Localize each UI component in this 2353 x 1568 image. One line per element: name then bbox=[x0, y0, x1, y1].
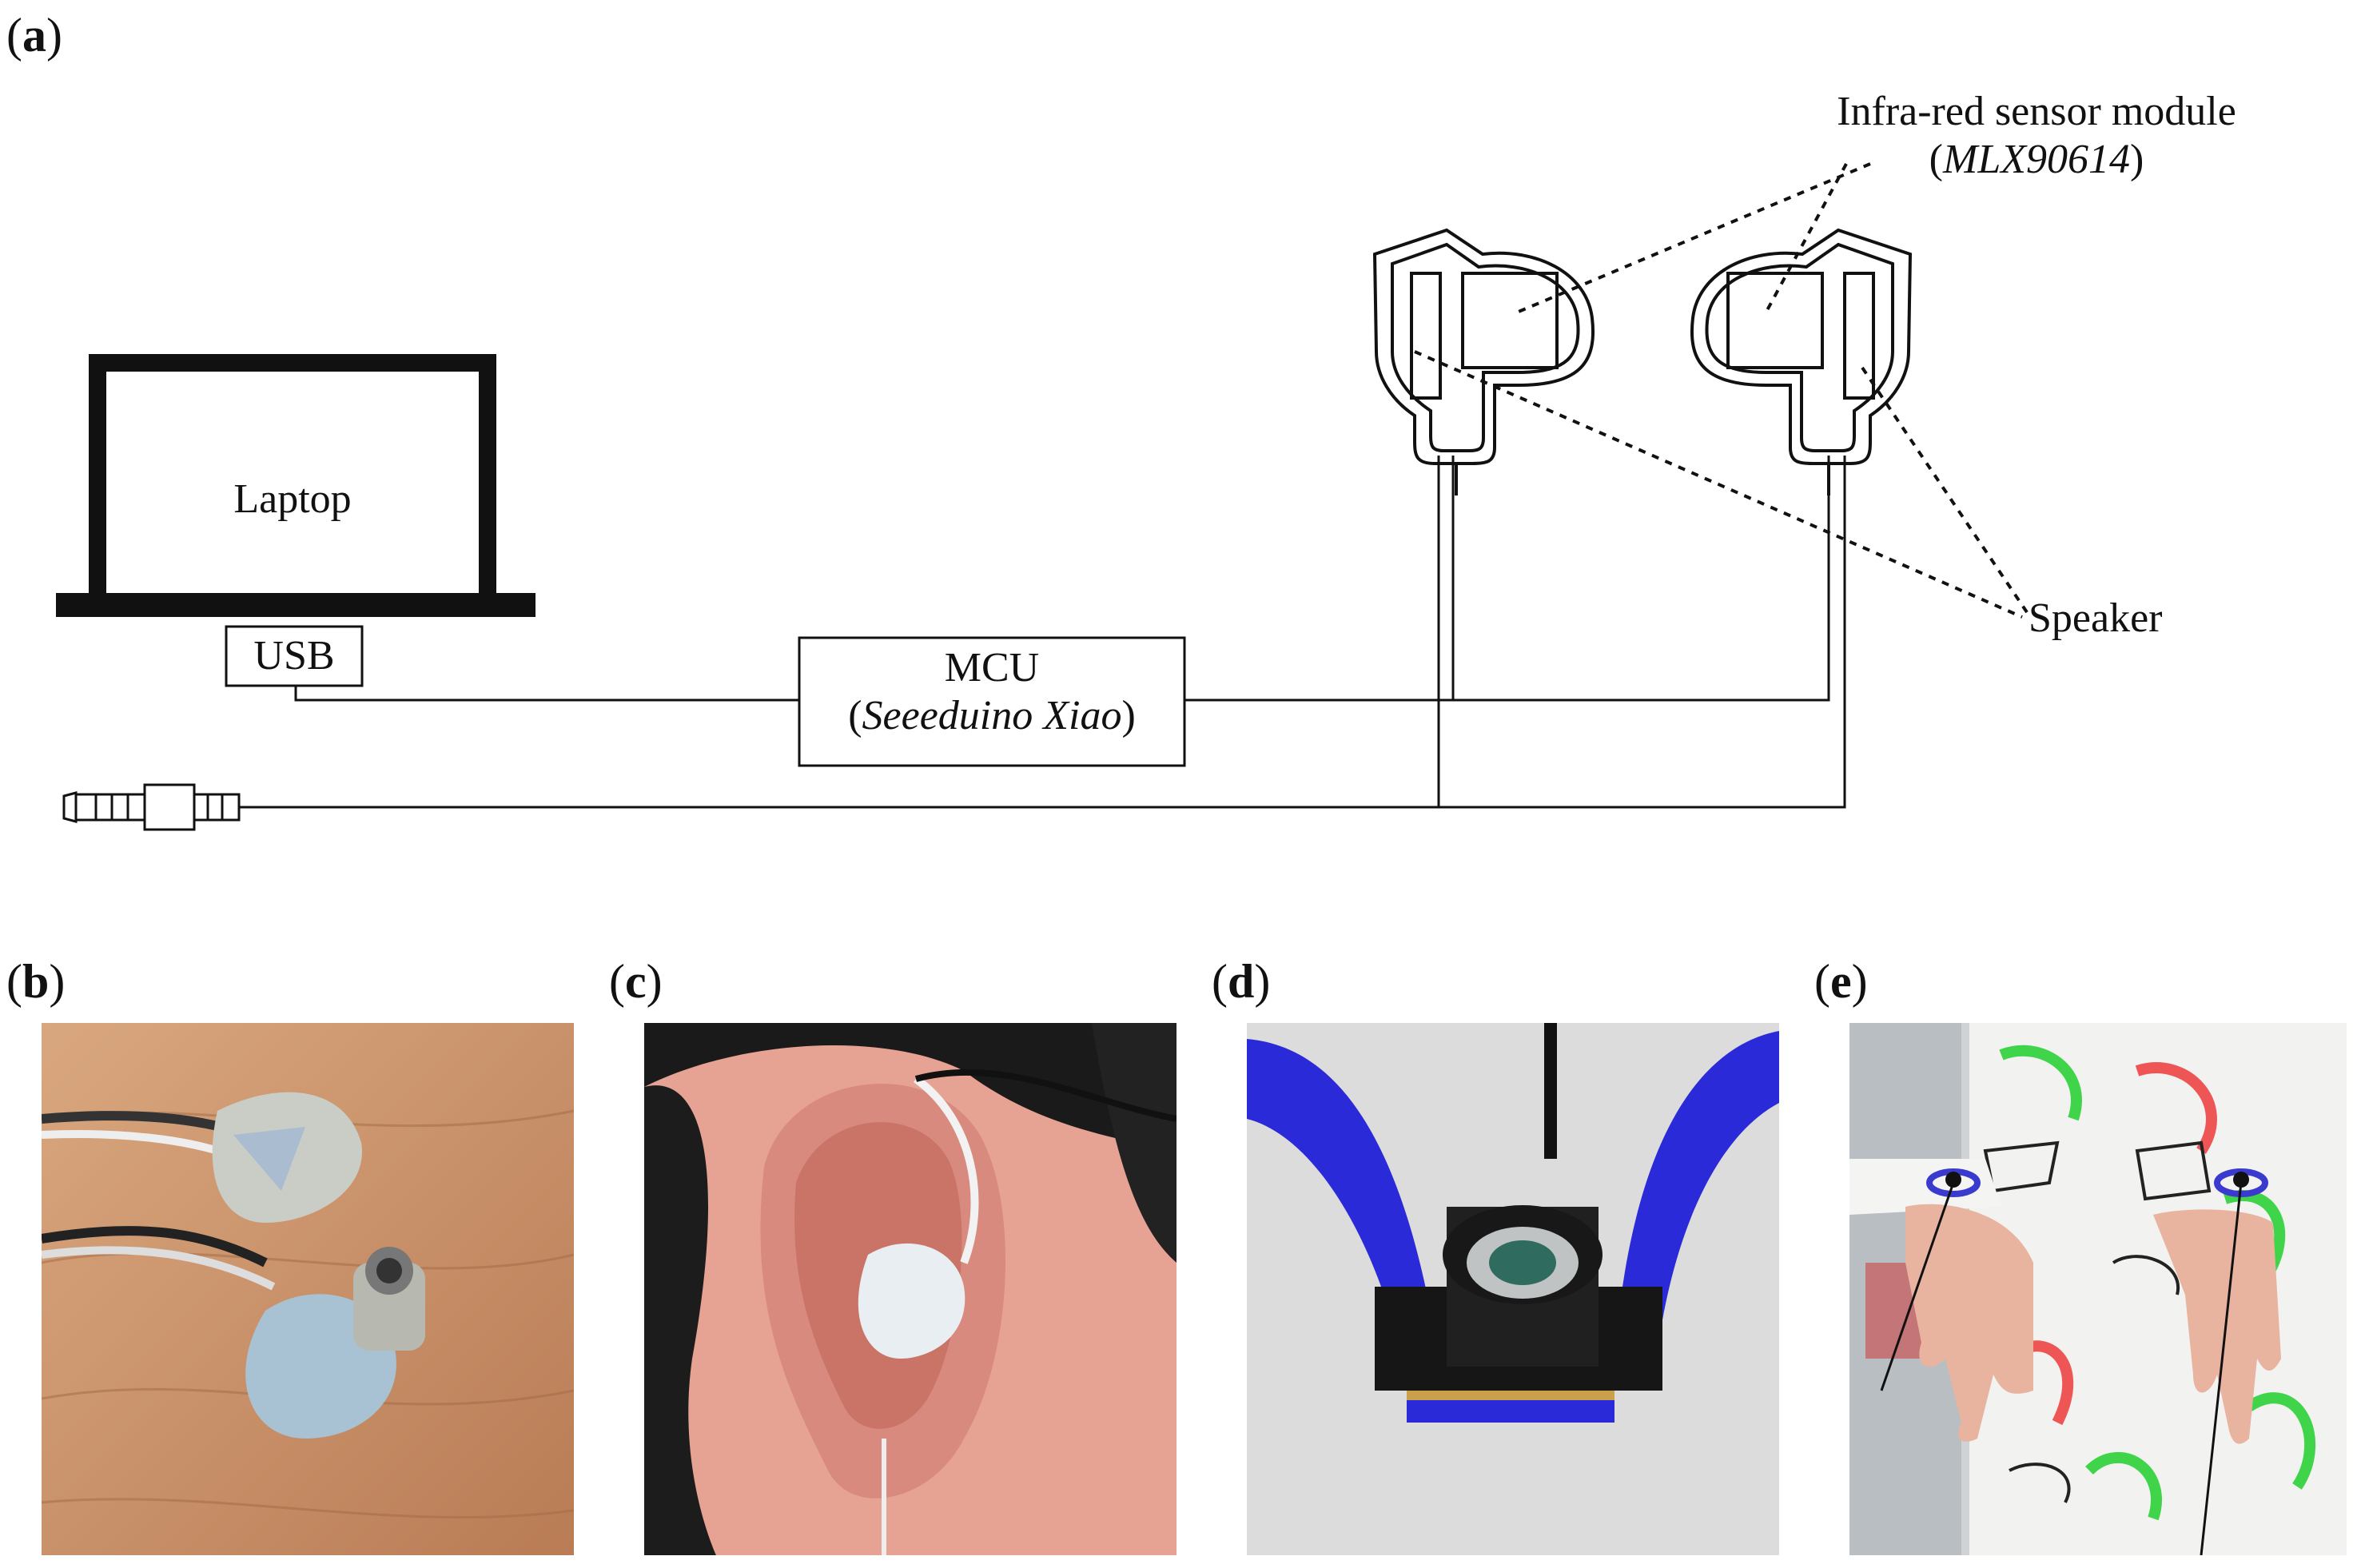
mcu-model: Seeeduino Xiao bbox=[862, 692, 1122, 738]
panel-label-d: (d) bbox=[1212, 955, 1271, 1008]
panel-label-b: (b) bbox=[6, 955, 66, 1008]
usb-box bbox=[225, 625, 364, 687]
speaker-label: Speaker bbox=[2029, 595, 2163, 641]
laptop-label: Laptop bbox=[233, 476, 352, 523]
left-earbud bbox=[1372, 228, 1595, 495]
photo-earbud-in-ear bbox=[644, 1023, 1176, 1555]
photo-wrist-sensors bbox=[1849, 1023, 2347, 1555]
panel-label-c: (c) bbox=[609, 955, 663, 1008]
sensor-label: Infra-red sensor module (MLX90614) bbox=[1837, 89, 2236, 182]
sensor-leader-right bbox=[1765, 163, 1848, 312]
right-earbud bbox=[1690, 228, 1913, 495]
usb-label: USB bbox=[253, 633, 335, 679]
mcu-label: MCU (Seeeduino Xiao) bbox=[848, 645, 1136, 738]
laptop-base bbox=[56, 593, 535, 617]
schematic-diagram bbox=[56, 162, 2032, 831]
photo-earbuds-on-table bbox=[42, 1023, 574, 1555]
audio-wire bbox=[240, 456, 1846, 809]
panel-label-a: (a) bbox=[6, 9, 62, 62]
sensor-leader-left bbox=[1518, 162, 1871, 313]
speaker-leader-left bbox=[1414, 350, 2023, 619]
sensor-model: MLX90614 bbox=[1943, 136, 2130, 182]
audio-jack bbox=[62, 783, 241, 831]
photo-ir-sensor-strap bbox=[1247, 1023, 1779, 1555]
speaker-leader-right bbox=[1861, 366, 2032, 619]
mcu-box bbox=[798, 636, 1186, 767]
usb-wire bbox=[294, 686, 799, 702]
panel-label-e: (e) bbox=[1814, 955, 1868, 1008]
mcu-wire-right bbox=[1184, 456, 1830, 702]
